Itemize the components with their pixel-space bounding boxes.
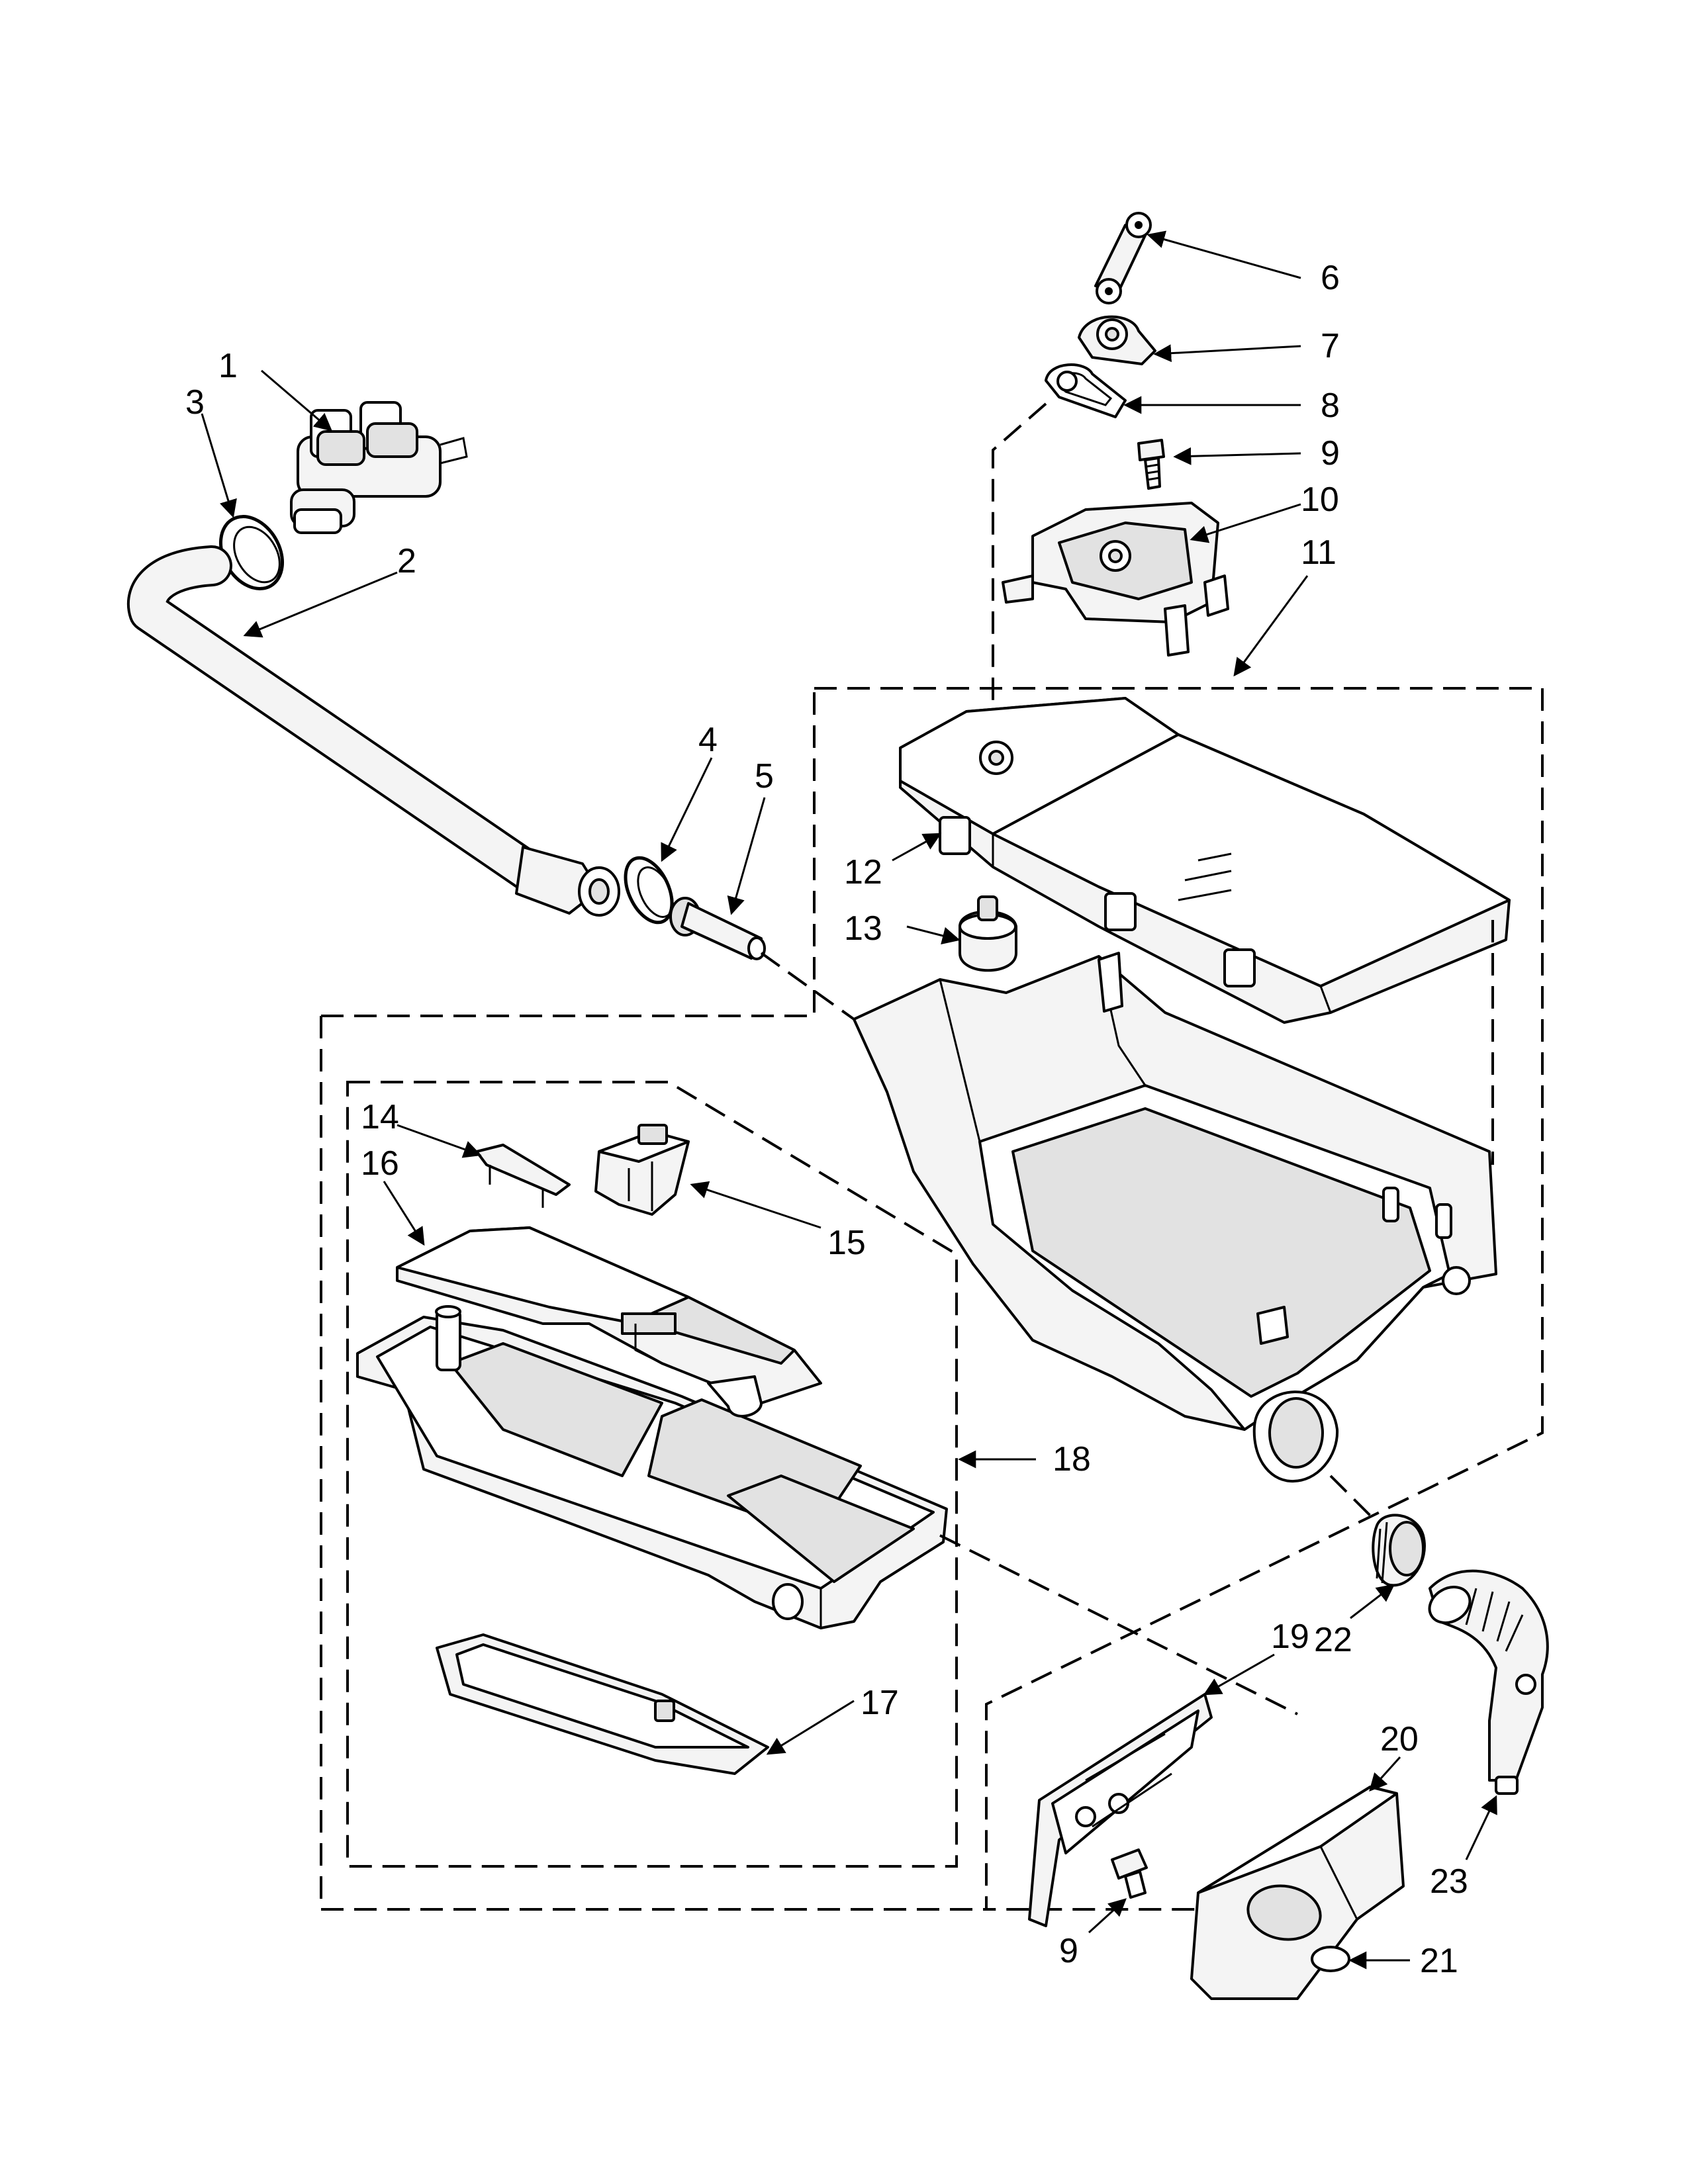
callout-22: 22: [1314, 1621, 1352, 1659]
leader-arrows: [201, 230, 1497, 1970]
softener-cup-15: [594, 1124, 690, 1216]
callout-9-upper: 9: [1321, 434, 1340, 473]
callout-12: 12: [844, 853, 882, 891]
callout-15: 15: [827, 1224, 866, 1262]
callout-5: 5: [755, 757, 774, 796]
callout-9-lower: 9: [1059, 1932, 1078, 1970]
actuator-13: [959, 895, 1017, 972]
drawer-lid-16: [396, 1226, 822, 1404]
linkage-arm-6: [1094, 212, 1152, 304]
callout-20: 20: [1380, 1720, 1419, 1758]
cam-plate-7: [1078, 315, 1156, 365]
front-cover-20: [1190, 1786, 1405, 2000]
callout-13: 13: [844, 909, 882, 948]
callout-23: 23: [1430, 1862, 1468, 1901]
dispenser-cover-11: [899, 697, 1511, 1024]
fill-hose: [126, 545, 620, 917]
callout-18: 18: [1053, 1440, 1091, 1479]
callout-19: 19: [1271, 1617, 1309, 1656]
alignment-line-upper: [992, 402, 1047, 738]
callout-17: 17: [861, 1684, 899, 1722]
screw-9-upper: [1137, 439, 1165, 490]
callout-labels: 1 2 3 4 5 6 7 8 9 10 11 12 13 14 15 16 1…: [185, 259, 1468, 1980]
callout-3: 3: [185, 383, 205, 422]
nozzle-5: [669, 897, 766, 960]
callout-11: 11: [1301, 533, 1336, 572]
callout-2: 2: [397, 542, 416, 580]
label-21: [1311, 1946, 1350, 1972]
callout-8: 8: [1321, 387, 1340, 425]
hose-clamp-4: [624, 856, 674, 925]
inlet-valve: [290, 401, 468, 534]
callout-14: 14: [361, 1098, 399, 1136]
callout-21: 21: [1420, 1942, 1458, 1980]
bellow-hose-23: [1428, 1569, 1549, 1795]
callout-1: 1: [218, 347, 238, 385]
dispenser-drawer-tray: [356, 1305, 948, 1629]
callout-7: 7: [1321, 327, 1340, 365]
screw-9-lower: [1111, 1848, 1148, 1899]
dispenser-housing: [853, 952, 1497, 1483]
drawer-panel-17: [436, 1633, 769, 1775]
diverter-motor-10: [1002, 502, 1229, 657]
boundary-18: [321, 688, 816, 1017]
callout-16: 16: [361, 1144, 399, 1183]
front-bracket-19: [1028, 1693, 1213, 1927]
boundary-dispenser-drawer: [346, 1081, 958, 1868]
drawer-insert-14: [475, 1144, 571, 1208]
callout-6: 6: [1321, 259, 1340, 297]
grommet-22: [1372, 1514, 1426, 1587]
group-boundaries: [320, 687, 1544, 1911]
boundary-18-outer: [320, 1016, 986, 1911]
alignment-line-drawer: [939, 1534, 1298, 1715]
callout-10: 10: [1301, 480, 1339, 519]
alignment-line-hose: [760, 952, 855, 1021]
callout-4: 4: [698, 721, 718, 759]
alignment-line-grommet: [1329, 1475, 1378, 1524]
gasket-8: [1045, 363, 1127, 418]
